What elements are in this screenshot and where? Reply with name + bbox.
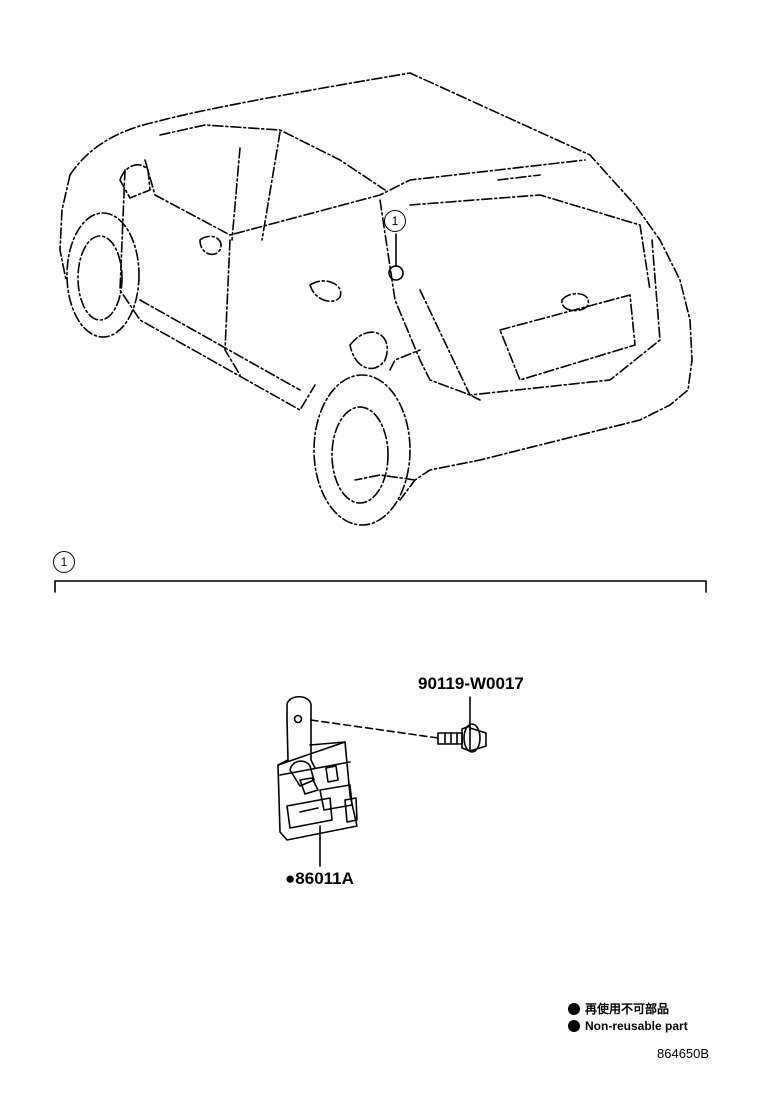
section-bracket — [54, 580, 707, 593]
callout-number: 1 — [391, 214, 399, 228]
module-part-drawing — [277, 695, 358, 841]
module-part-label: ●86011A — [285, 869, 354, 889]
figure-id: 864650B — [657, 1046, 710, 1061]
location-marker — [388, 233, 404, 281]
legend-japanese: 再使用不可部品 — [568, 1000, 669, 1017]
section-callout-1: 1 — [53, 551, 75, 573]
bolt-part-number: 90119-W0017 — [418, 674, 524, 693]
legend-english: Non-reusable part — [568, 1019, 688, 1033]
front-wheel — [66, 212, 140, 338]
leader-lines — [310, 696, 471, 867]
rear-wheel — [313, 374, 411, 526]
legend-dot-icon — [568, 1020, 580, 1032]
legend-jp-text: 再使用不可部品 — [585, 1002, 670, 1016]
bolt-part-drawing — [437, 723, 487, 753]
legend-en-text: Non-reusable part — [585, 1019, 688, 1033]
non-reusable-marker: ● — [285, 869, 296, 888]
module-part-number: 86011A — [295, 869, 354, 888]
location-callout-1: 1 — [384, 210, 406, 232]
legend-dot-icon — [568, 1003, 580, 1015]
callout-number: 1 — [60, 555, 68, 569]
car-outline — [59, 72, 693, 501]
